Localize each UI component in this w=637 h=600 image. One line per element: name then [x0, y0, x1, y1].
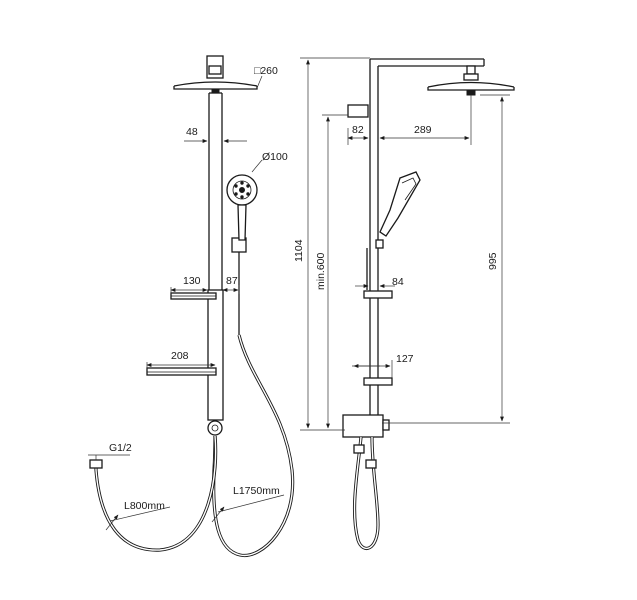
dim-handshower-dia: Ø100	[262, 151, 288, 163]
dim-inlet-thread: G1/2	[109, 442, 132, 454]
dim-total-height: 1104	[293, 239, 305, 262]
side-shelf-large	[363, 377, 393, 386]
dim-shelf-small: 130	[183, 275, 201, 287]
front-view: □260 48 Ø100 130 87 208 G1/2 L800mm L175…	[88, 55, 295, 558]
handshower-hose	[212, 334, 295, 558]
dim-pipe-width: 48	[186, 126, 198, 138]
diverter-knob	[207, 420, 223, 436]
wall-bracket-top	[347, 104, 369, 118]
dim-slider-offset: 84	[392, 276, 404, 288]
mixer-body	[207, 289, 224, 421]
handshower-side	[379, 171, 421, 237]
dim-shelf-depth: 127	[396, 353, 414, 365]
head-connector-clip	[208, 65, 222, 75]
side-holder	[375, 239, 384, 249]
dim-shelf-offset: 87	[226, 275, 238, 287]
dim-hose-long: L1750mm	[233, 485, 280, 497]
dim-bar-to-head: 995	[487, 252, 499, 270]
side-hose	[352, 436, 380, 550]
dim-hose-short: L800mm	[124, 500, 165, 512]
dim-min-height: min.600	[315, 252, 327, 290]
side-shelf-small	[363, 290, 393, 299]
inlet-nut	[89, 459, 103, 469]
shelf-large	[146, 367, 217, 376]
dim-shelf-large: 208	[171, 350, 189, 362]
dim-arm-reach: 289	[414, 124, 432, 136]
dim-arm-offset: 82	[352, 124, 364, 136]
side-mixer-block	[342, 414, 384, 438]
handshower-handle	[237, 204, 247, 241]
dim-head-size: □260	[254, 65, 278, 77]
shower-head-front	[173, 81, 258, 87]
shower-head-side	[427, 81, 515, 88]
side-head-connector	[466, 65, 476, 75]
side-view: 1104 min.600 82 289 995 84 127	[293, 57, 515, 550]
